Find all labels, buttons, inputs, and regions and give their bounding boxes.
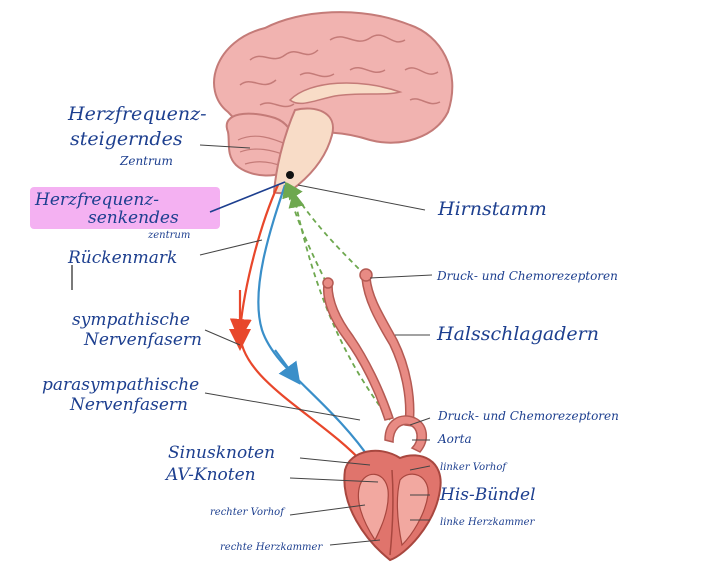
septum <box>389 469 394 556</box>
afferent-fiber-3 <box>288 191 391 421</box>
brainstem-center-dot <box>286 171 294 179</box>
aorta-arch <box>384 415 427 453</box>
carotid-receptor-right <box>322 277 334 289</box>
parasympathetic-arrowhead <box>274 349 301 385</box>
label-linker-vorhof: linker Vorhof <box>440 462 508 473</box>
label-linke-herzkammer: linke Herzkammer <box>440 517 536 528</box>
brain <box>213 11 454 195</box>
label-herzfrequenz-steigernd-1: Herzfrequenz- <box>67 103 207 125</box>
label-herzfrequenz-senkend-3: zentrum <box>147 230 190 241</box>
carotid-receptor-left <box>359 268 373 282</box>
label-sympathische-2: Nervenfasern <box>83 330 202 350</box>
highlight-senkendes-zentrum <box>30 187 220 229</box>
brain-gyri <box>239 34 441 108</box>
label-herzfrequenz-steigernd-2: steigerndes <box>70 128 183 150</box>
label-av-knoten: AV-Knoten <box>164 465 256 485</box>
label-druck-chemo-1: Druck- und Chemorezeptoren <box>436 269 618 283</box>
label-sympathische-1: sympathische <box>72 310 190 330</box>
label-rechter-vorhof: rechter Vorhof <box>210 507 286 518</box>
nerve-pathways <box>229 181 391 466</box>
label-herzfrequenz-senkend-2: senkendes <box>88 208 179 228</box>
label-hirnstamm: Hirnstamm <box>437 198 547 220</box>
label-halsschlagadern: Halsschlagadern <box>436 323 599 345</box>
label-his-buendel: His-Bündel <box>439 485 536 505</box>
label-herzfrequenz-senkend-1: Herzfrequenz- <box>34 190 159 210</box>
label-sinusknoten: Sinusknoten <box>168 443 275 463</box>
right-carotid <box>322 284 394 421</box>
label-aorta: Aorta <box>437 432 472 446</box>
arteries <box>322 268 427 453</box>
leader-lines <box>199 144 433 546</box>
corpus-callosum <box>288 82 403 105</box>
label-druck-chemo-2: Druck- und Chemorezeptoren <box>437 409 619 423</box>
label-parasympathische-1: parasympathische <box>42 375 199 395</box>
label-rechte-herzkammer: rechte Herzkammer <box>220 542 323 553</box>
label-rueckenmark: Rückenmark <box>67 248 177 268</box>
label-herzfrequenz-steigernd-3: Zentrum <box>119 154 173 168</box>
label-parasympathische-2: Nervenfasern <box>69 395 188 415</box>
afferent-fiber-2 <box>282 181 331 291</box>
heart <box>343 449 442 562</box>
heart-chambers <box>357 473 429 547</box>
parasympathetic-fiber <box>257 184 373 463</box>
senkendes-zentrum-pointer <box>209 181 286 213</box>
